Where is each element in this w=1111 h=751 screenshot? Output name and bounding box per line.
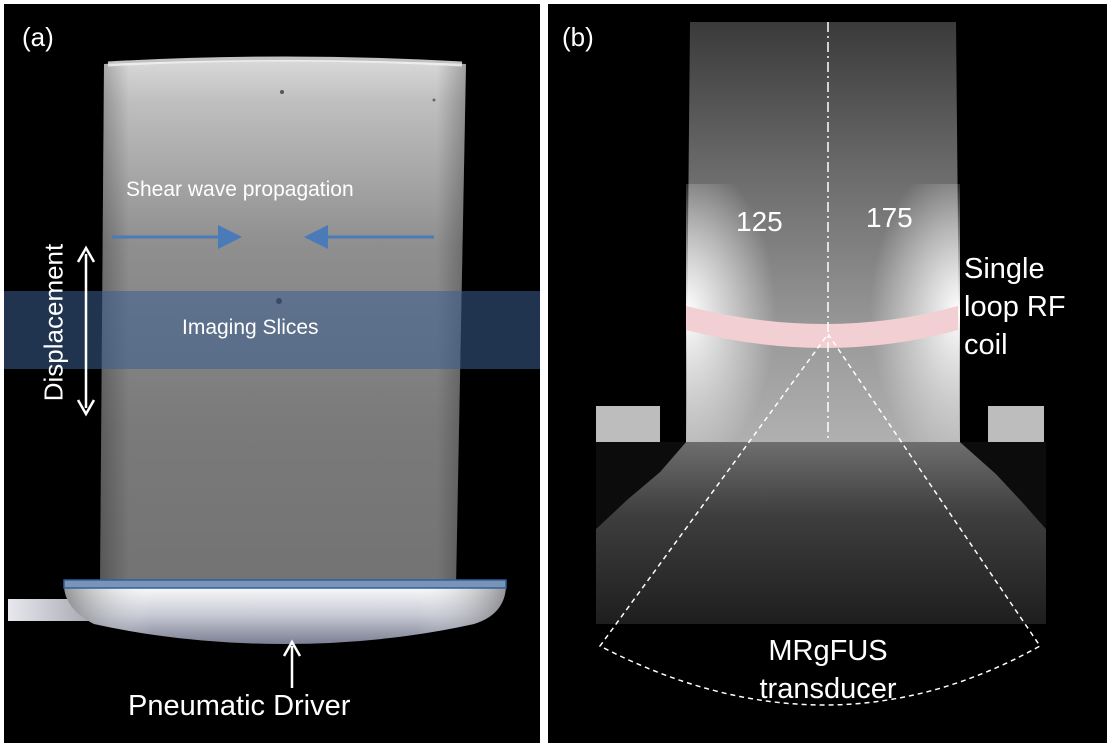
panel-a: (a) Shear wave propagation Imaging Slice…	[4, 4, 540, 743]
holder-left	[596, 406, 660, 442]
coil-label-line1: Single	[964, 250, 1066, 288]
transducer-label-line1: MRgFUS	[738, 632, 918, 670]
mr-image-a	[4, 4, 540, 743]
driver-plate	[64, 580, 506, 588]
coil-label-line3: coil	[964, 326, 1066, 364]
transducer-region	[596, 442, 1046, 624]
coil-label-line2: loop RF	[964, 288, 1066, 326]
region-right-value: 175	[866, 202, 913, 234]
pneumatic-driver-label: Pneumatic Driver	[128, 690, 350, 723]
transducer-label: MRgFUS transducer	[738, 632, 918, 708]
imaging-slices-label: Imaging Slices	[182, 316, 319, 340]
holder-right	[988, 406, 1044, 442]
panel-a-label: (a)	[22, 22, 54, 53]
coil-label: Single loop RF coil	[964, 250, 1066, 364]
transducer-label-line2: transducer	[738, 670, 918, 708]
panel-b-label: (b)	[562, 22, 594, 53]
region-left-value: 125	[736, 206, 783, 238]
panel-b: (b) 125 175 Single loop RF coil MRgFUS t…	[548, 4, 1107, 743]
shear-wave-label: Shear wave propagation	[126, 178, 354, 202]
displacement-label: Displacement	[39, 223, 70, 423]
